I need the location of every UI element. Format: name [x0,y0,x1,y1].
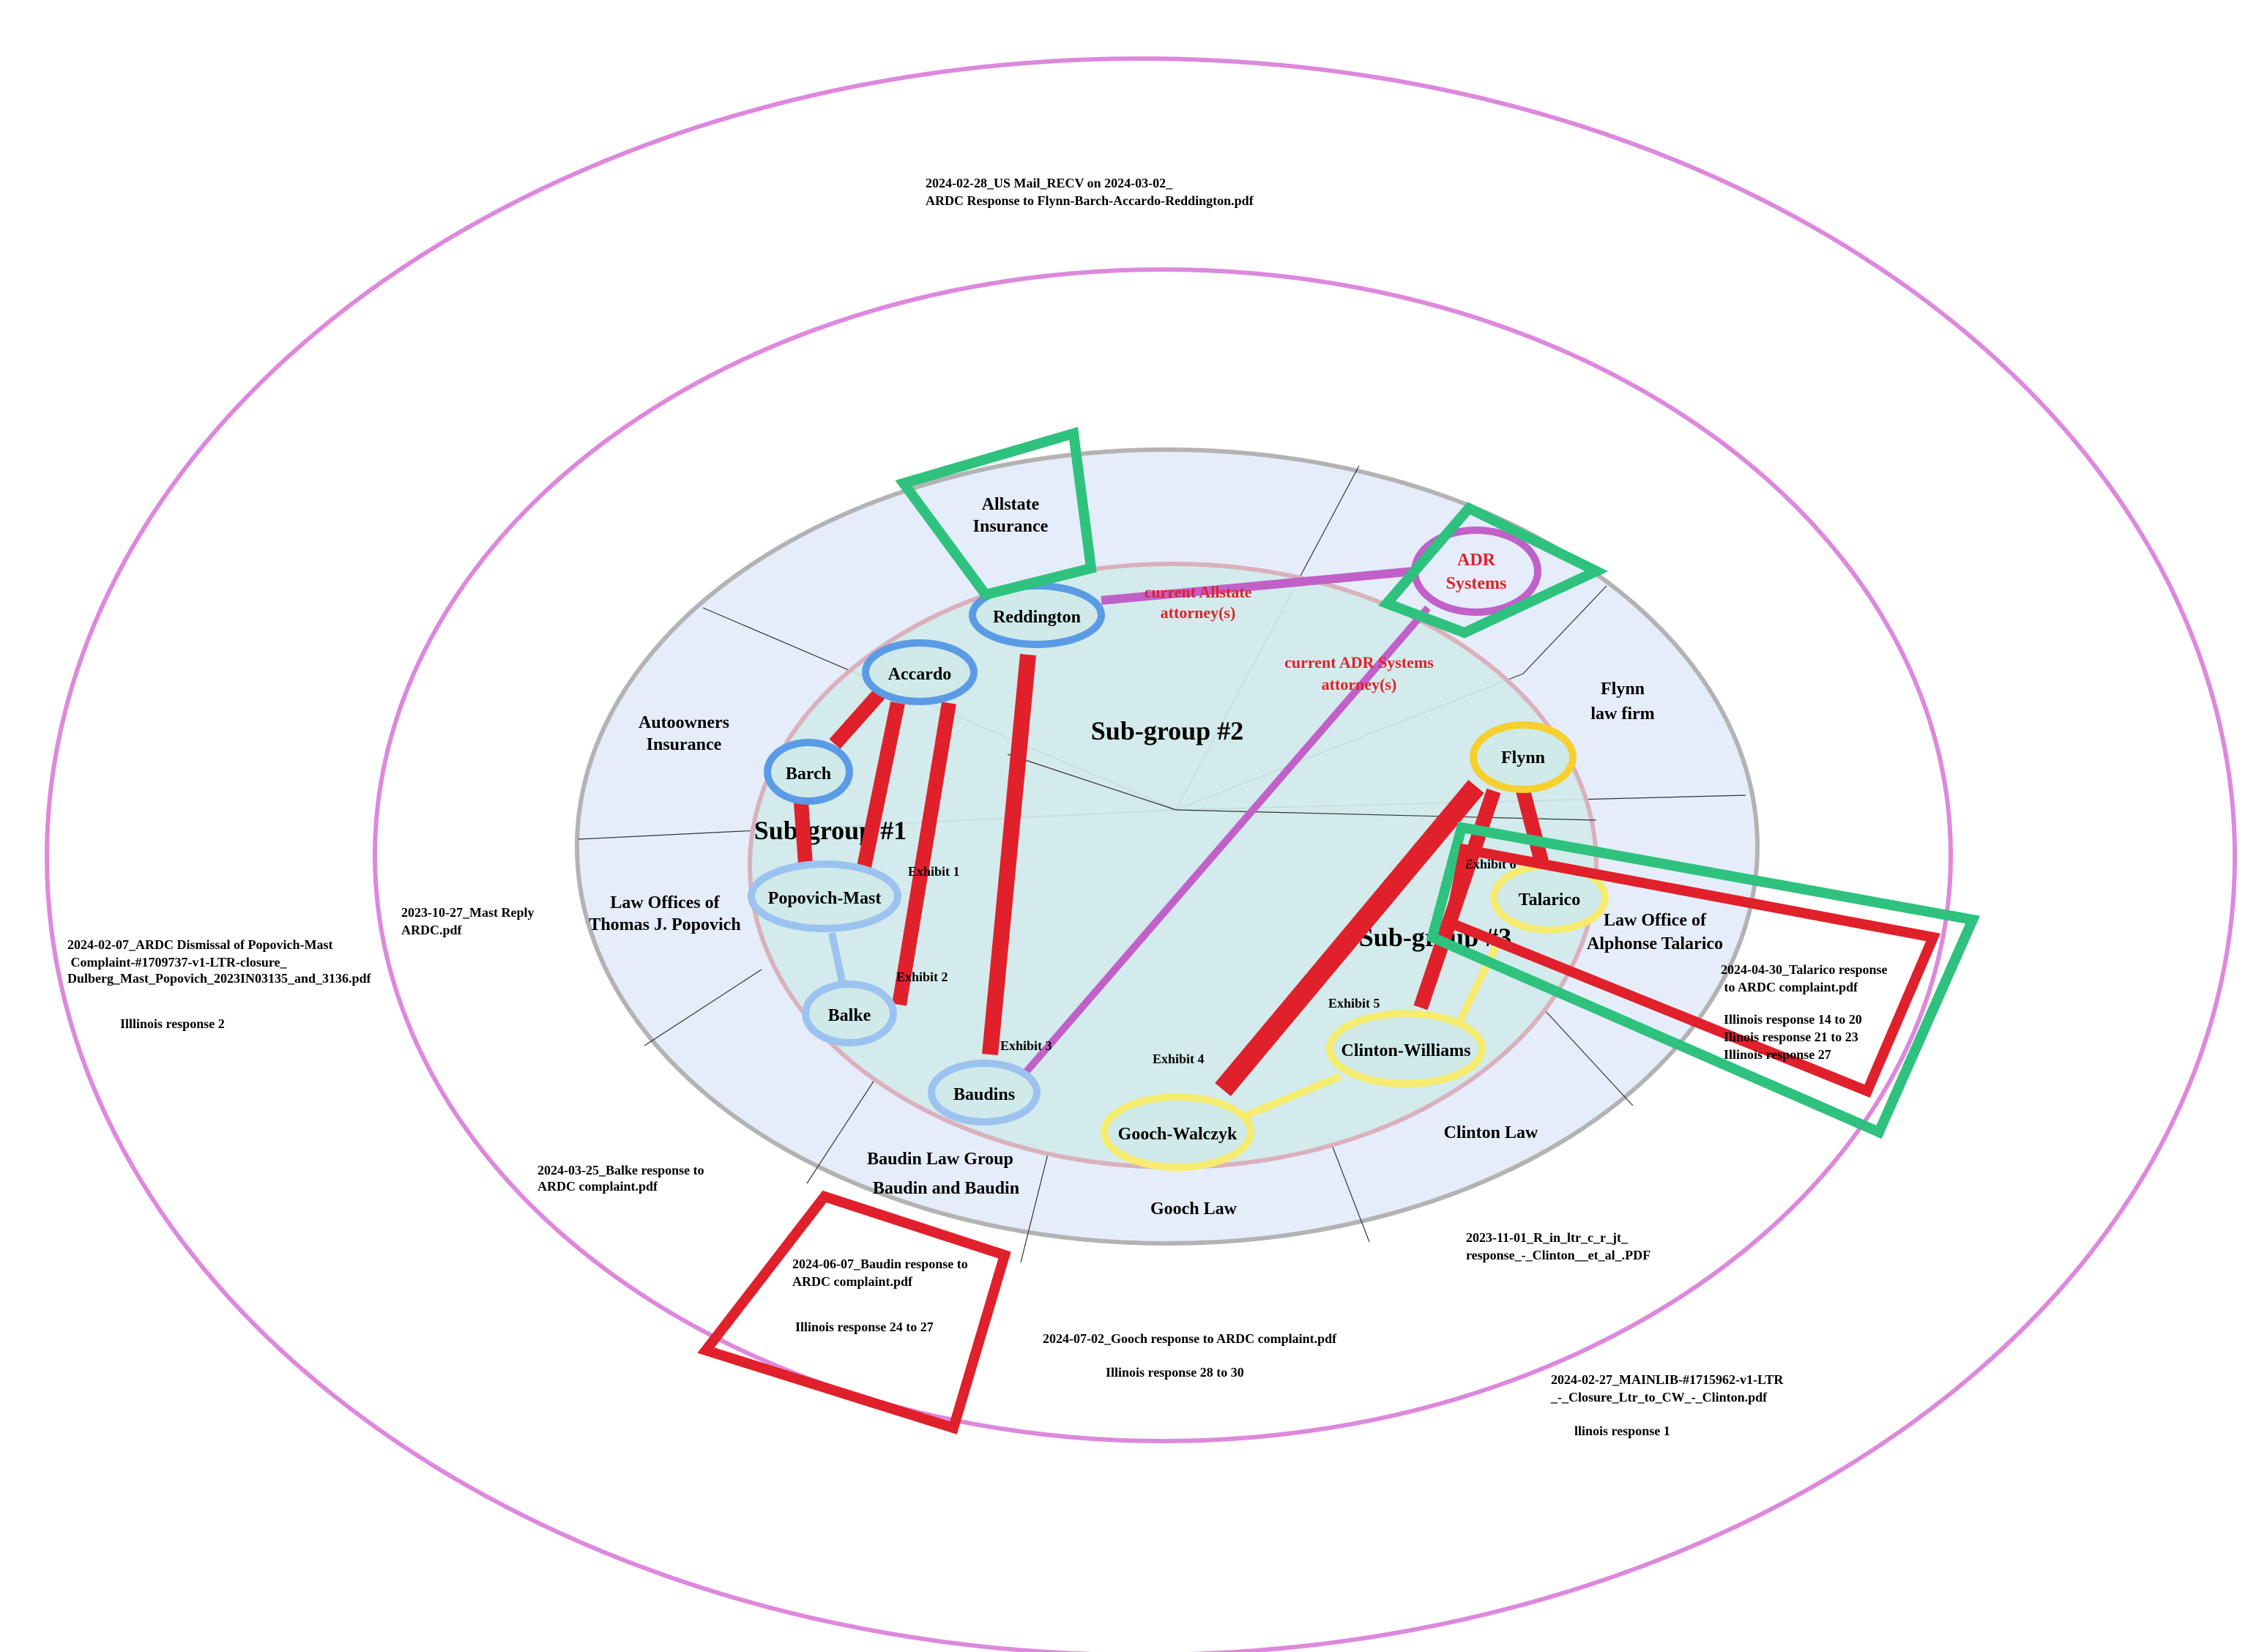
link-adr-baudins [1019,605,1431,1079]
node-accardo[interactable]: Accardo [862,639,978,705]
svg-text:Baudins: Baudins [953,1085,1015,1104]
exhibit-5-label: Exhibit 5 [1328,996,1380,1011]
doc-dismissal-note: Illlinois response 2 [120,1016,225,1031]
link-flynn-talarico [1516,789,1549,866]
doc-gooch: 2024-07-02_Gooch response to ARDC compla… [1043,1331,1337,1346]
svg-text:Clinton-Williams: Clinton-Williams [1341,1041,1471,1060]
doc-clinton: 2023-11-01_R_in_ltr_c_r_jt_response_-_Cl… [1466,1230,1650,1262]
doc-dismissal: 2024-02-07_ARDC Dismissal of Popovich-Ma… [67,937,372,986]
svg-text:Flynn: Flynn [1501,748,1545,767]
doc-baudin-note: Illinois response 24 to 27 [795,1320,934,1334]
svg-text:Talarico: Talarico [1519,890,1580,909]
exhibit-2-label: Exhibit 2 [896,970,948,984]
highlight-boxes [697,426,1980,1435]
svg-text:Gooch-Walczyk: Gooch-Walczyk [1118,1125,1238,1144]
subgroup-1-label: Sub-group #1 [754,816,907,845]
node-clinton-williams[interactable]: Clinton-Williams [1326,1010,1486,1087]
green-box-allstate [895,426,1097,600]
second-ring [373,267,1953,1443]
link-accardo-barch [829,686,887,749]
node-barch[interactable]: Barch [764,739,853,805]
firm-gooch: Gooch Law [1150,1199,1238,1218]
node-balke[interactable]: Balke [802,981,897,1046]
outer-ring [45,56,2237,1652]
svg-text:Popovich-Mast: Popovich-Mast [768,889,882,908]
link-reddington-adr [1101,567,1415,605]
svg-text:Accardo: Accardo [888,665,952,684]
node-popovich-mast[interactable]: Popovich-Mast [748,860,901,932]
svg-text:Balke: Balke [828,1006,871,1025]
link-flynn-gooch [1215,780,1484,1096]
node-gooch-walczyk[interactable]: Gooch-Walczyk [1101,1093,1254,1171]
connections [794,567,1549,1120]
exhibit-4-label: Exhibit 4 [1153,1052,1205,1066]
link-gooch-clinton [1243,1073,1341,1120]
red-box-talarico [1443,843,1940,1098]
green-box-adr [1378,502,1609,639]
link-accardo-popovich [857,701,905,869]
exhibit-1-label: Exhibit 1 [908,864,960,879]
core-divider [1007,754,1177,811]
link-popovich-balke [828,931,846,983]
exhibit-3-label: Exhibit 3 [1000,1038,1052,1053]
doc-top: 2024-02-28_US Mail_RECV on 2024-03-02_AR… [926,176,1254,208]
svg-text:Barch: Barch [786,764,831,784]
link-barch-popovich [794,802,813,865]
firm-clinton: Clinton Law [1444,1123,1538,1142]
node-flynn[interactable]: Flynn [1470,721,1577,793]
green-box-talarico [1426,821,1980,1139]
doc-mainlib: 2024-02-27_MAINLIB-#1715962-v1-LTR_-_Clo… [1550,1372,1784,1404]
doc-talarico: 2024-04-30_Talarico response to ARDC com… [1721,962,1888,994]
subgroup-2-label: Sub-group #2 [1091,716,1243,745]
red-box-baudin [697,1190,1011,1435]
doc-gooch-note: Illinois response 28 to 30 [1106,1365,1244,1380]
node-reddington[interactable]: Reddington [969,582,1105,648]
node-talarico[interactable]: Talarico [1490,862,1609,934]
doc-mainlib-note: llinois response 1 [1574,1424,1670,1438]
link-reddington-baudins [982,653,1036,1056]
node-baudins[interactable]: Baudins [928,1060,1041,1125]
svg-text:Reddington: Reddington [993,608,1081,627]
link-accardo-balke [892,702,956,1006]
